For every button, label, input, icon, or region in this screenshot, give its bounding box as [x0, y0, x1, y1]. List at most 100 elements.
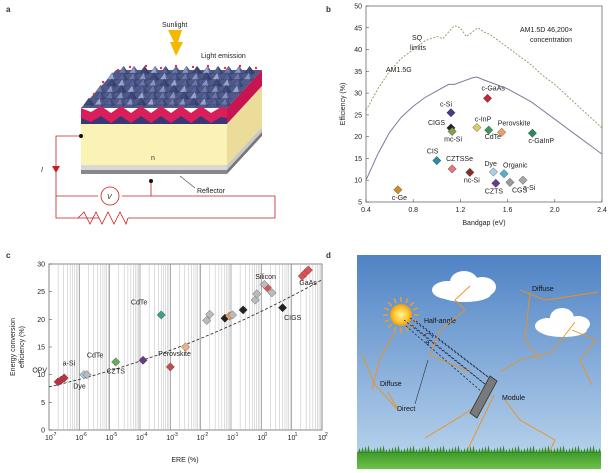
chart-c-ylabel-1: Energy conversion	[10, 318, 17, 376]
grass-blade	[370, 449, 373, 453]
grass-blade	[487, 445, 490, 453]
pyramid-shade	[163, 91, 169, 101]
grass-blade	[415, 449, 418, 453]
pyramid-shade	[249, 66, 255, 76]
solar-module	[469, 375, 498, 419]
chart-b-ylabel: Efficiency (%)	[340, 83, 347, 126]
current-label: I	[41, 167, 43, 174]
pyramid-shade	[227, 78, 233, 88]
pyramid-shade	[152, 91, 158, 101]
grass-blade	[427, 445, 430, 453]
pyramid-shade	[111, 85, 117, 95]
label-perovskite: Perovskite	[498, 120, 531, 127]
n-layer-side	[227, 86, 262, 165]
pyramid-shade	[184, 91, 190, 101]
pyramid-shade	[123, 66, 129, 76]
grass-blade	[526, 447, 529, 453]
y-tick-label: 10	[354, 178, 362, 185]
grass-blade	[535, 449, 538, 453]
pyramid-shade	[153, 85, 159, 95]
sq-limit-am15g-curve	[365, 76, 603, 181]
grass-blade	[499, 446, 502, 453]
grass-blades	[358, 445, 601, 453]
grass-blade	[388, 448, 391, 453]
label-cgs: CGS	[512, 187, 527, 194]
grass-blade	[463, 448, 466, 453]
sunlight-label: Sunlight	[162, 22, 187, 29]
x-tick-label: 10	[288, 435, 296, 442]
grass-blade	[400, 449, 403, 453]
pyramid-shade	[88, 97, 94, 107]
pyramid-shade	[175, 72, 181, 82]
pyramid-shade	[111, 78, 117, 88]
pyramid-shade	[109, 97, 115, 107]
half-angle-arc	[423, 333, 434, 339]
y-tick-label: 25	[354, 112, 362, 119]
x-tick-label: 10	[197, 435, 205, 442]
grass-blade	[511, 447, 514, 453]
grass-blade	[376, 447, 379, 453]
pyramid-shade	[134, 66, 140, 76]
efficiency-marker	[303, 265, 313, 275]
grass-blade	[442, 445, 445, 453]
pyramid-shade	[194, 91, 200, 101]
pyramid-shade	[121, 85, 127, 95]
point-label: Perovskite	[158, 351, 191, 358]
pyramid-shade	[132, 78, 138, 88]
marker-cdte	[484, 125, 494, 135]
grass-blade	[571, 447, 574, 453]
marker-nc-si	[465, 167, 475, 177]
grass-blade	[385, 449, 388, 453]
label-nc-si: nc-Si	[464, 177, 480, 184]
panel-d-letter: d	[326, 251, 331, 260]
pyramid-shade	[207, 66, 213, 76]
x-tick-label: 0.4	[361, 207, 371, 214]
pyramid-shade	[195, 78, 201, 88]
grass-blade	[397, 445, 400, 453]
grass-blade	[478, 448, 481, 453]
efficiency-marker	[181, 342, 190, 352]
x-tick-label: 10	[106, 435, 114, 442]
pyramid-shade	[172, 97, 178, 107]
diffuse-top-label: Diffuse	[532, 286, 554, 293]
pyramid-shade	[227, 72, 233, 82]
point-label: OPV	[32, 367, 47, 374]
pyramid-shade	[174, 85, 180, 95]
marker-c-inp	[472, 123, 482, 133]
grass-blade	[409, 446, 412, 453]
grass-blade	[373, 448, 376, 453]
pyramid-shade	[238, 72, 244, 82]
grass-blade	[424, 446, 427, 453]
grass-blade	[364, 446, 367, 453]
efficiency-marker	[202, 315, 212, 325]
chart-c-labels: OPVa-SiCdTeCZTSCdTePerovskiteSiliconGaAs…	[32, 274, 317, 391]
label-cigs: CIGS	[428, 120, 445, 127]
pyramid-shade	[163, 85, 169, 95]
x-tick-label: 10	[136, 435, 144, 442]
pyramid-shade	[204, 97, 210, 107]
grass-blade	[361, 447, 364, 453]
grass-blade	[481, 447, 484, 453]
y-tick-label: 20	[37, 317, 45, 324]
efficiency-marker	[111, 357, 121, 367]
x-tick-exponent: -5	[113, 432, 118, 438]
sun-ray	[387, 323, 393, 329]
half-angle-label: Half-angle	[424, 318, 456, 325]
pyramid-shade	[143, 72, 149, 82]
marker-perovskite	[497, 127, 507, 137]
voltmeter	[100, 186, 120, 206]
efficiency-marker	[138, 355, 148, 365]
pyramid-shade	[133, 72, 139, 82]
reflector-side	[227, 127, 262, 170]
grass-blade	[451, 447, 454, 453]
y-tick-label: 35	[354, 69, 362, 76]
pyramid-shade	[218, 66, 224, 76]
marker-c-ge	[393, 185, 403, 195]
sun-ray	[393, 326, 397, 332]
label-czts: CZTS	[485, 188, 504, 195]
pyramid-shade	[205, 85, 211, 95]
pyramid-shade	[173, 91, 179, 101]
module-label: Module	[502, 395, 525, 402]
efficiency-marker	[238, 305, 248, 315]
